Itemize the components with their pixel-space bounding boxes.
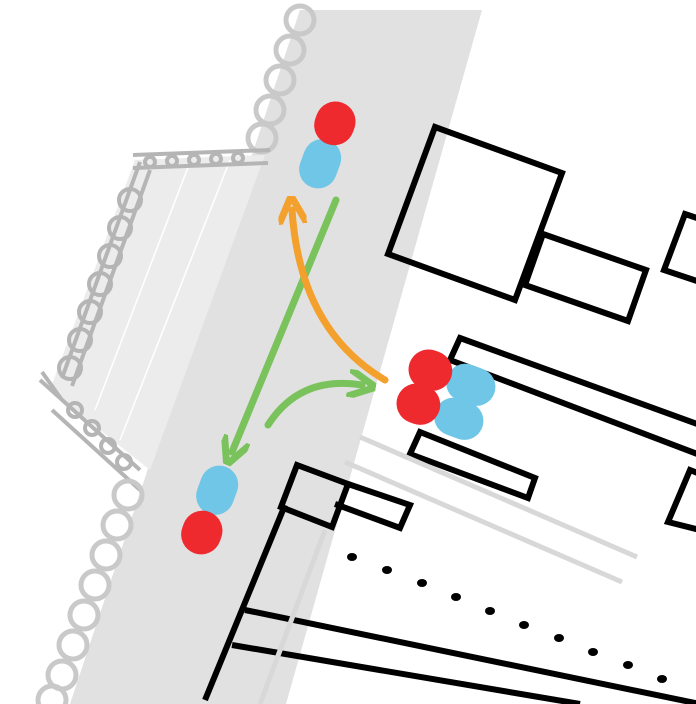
lane-markings bbox=[257, 434, 638, 704]
building-small-right bbox=[663, 466, 696, 533]
building-annex bbox=[521, 230, 650, 325]
merge-arrow bbox=[264, 383, 362, 429]
curb-upper bbox=[245, 3, 317, 155]
side-bay bbox=[50, 155, 265, 470]
building-right-edge bbox=[660, 210, 696, 284]
dotted-line bbox=[347, 553, 667, 683]
curb-lower bbox=[35, 478, 145, 704]
car-icon bbox=[408, 349, 496, 406]
straight-arrow bbox=[232, 196, 340, 452]
bay-curb bbox=[38, 148, 271, 492]
building-shed bbox=[277, 461, 352, 531]
building-large bbox=[384, 123, 566, 304]
car-icon bbox=[299, 101, 356, 189]
car-icon bbox=[396, 383, 484, 440]
turn-arrow bbox=[292, 210, 389, 384]
buildings bbox=[202, 123, 696, 704]
arrows bbox=[232, 196, 389, 452]
road bbox=[70, 10, 482, 704]
building-lower-block bbox=[202, 503, 288, 702]
building-long-lower bbox=[405, 428, 539, 502]
building-long-upper bbox=[445, 334, 696, 457]
car-icon bbox=[181, 465, 239, 555]
building-lower-wall bbox=[333, 481, 415, 532]
